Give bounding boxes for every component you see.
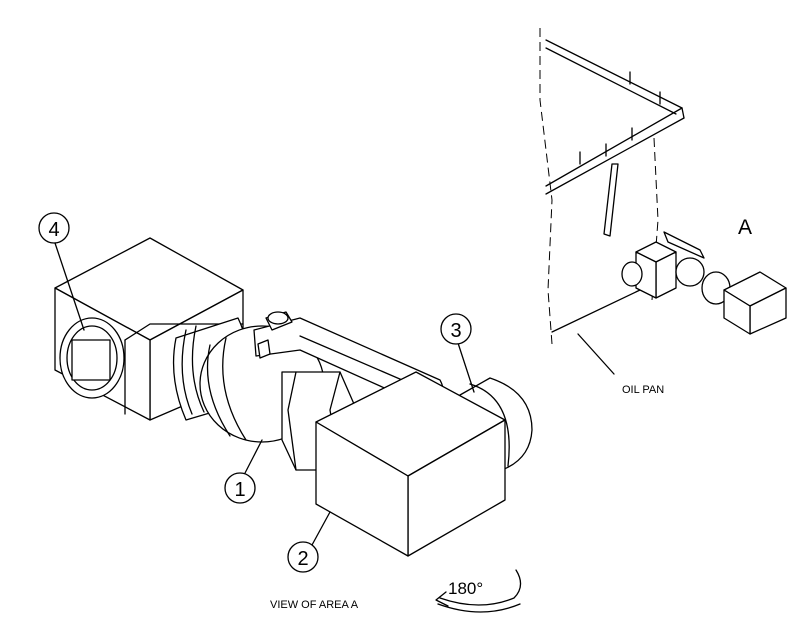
oil-pan-leader — [577, 333, 615, 375]
inset-valve — [621, 231, 787, 335]
oil-pan-inset: A OIL PAN — [539, 28, 787, 396]
svg-text:4: 4 — [48, 219, 59, 241]
svg-text:2: 2 — [297, 548, 308, 570]
callout-4: 4 — [38, 212, 70, 244]
svg-text:1: 1 — [234, 479, 245, 501]
callout-3: 3 — [440, 313, 472, 345]
detail-letter: A — [738, 216, 752, 239]
callout-leaders — [53, 239, 475, 546]
svg-text:3: 3 — [450, 320, 461, 342]
callout-1: 1 — [224, 472, 256, 504]
main-view: 1 2 3 4 VIEW OF AREA A 180° — [38, 212, 533, 613]
block-part-2 — [315, 371, 506, 557]
rotation-label: 180° — [448, 579, 483, 598]
callout-2: 2 — [287, 541, 319, 573]
rotation-indicator: 180° — [435, 569, 522, 613]
view-caption: VIEW OF AREA A — [270, 599, 359, 611]
oil-pan-label: OIL PAN — [622, 384, 664, 396]
